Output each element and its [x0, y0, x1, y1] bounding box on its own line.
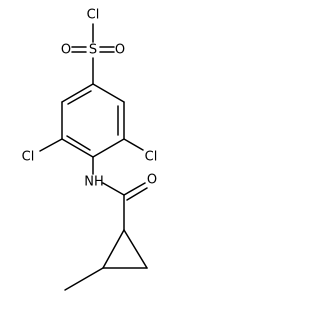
bond-ring-c6-c1 [61, 83, 94, 103]
chemical-structure-drawing: Cl S O O Cl Cl NH O [22, 8, 158, 291]
bond-methyl [64, 267, 104, 291]
bond-ring-cl-left [39, 138, 63, 152]
atom-carbonyl-oxygen: O [147, 173, 157, 188]
bond-carbonyl-o-1 [123, 182, 146, 196]
atom-oxygen-left: O [61, 43, 71, 58]
structure-canvas: Cl S O O Cl Cl NH O [22, 8, 158, 291]
bond-ring-cl-right [123, 138, 144, 151]
atom-sulfur: S [89, 43, 97, 58]
bond-carbonyl-o-2 [126, 187, 148, 201]
bond-ring-inner-top [67, 90, 92, 105]
bond-ring-c1-c2 [92, 83, 125, 103]
bond-ring-inner-bottom [66, 135, 91, 151]
bond-layer [39, 23, 148, 291]
bond-cyclopropyl-1 [123, 229, 148, 269]
atom-cl-sulfonyl: Cl [87, 8, 100, 23]
atom-label-layer: Cl S O O Cl Cl NH O [22, 8, 158, 190]
bond-n-carbonyl [102, 182, 125, 196]
bond-ring-c3-c4 [92, 138, 125, 158]
atom-amide-nh: NH [84, 175, 104, 190]
bond-cyclopropyl-3 [102, 229, 125, 269]
atom-cl-ring-right: Cl [145, 150, 158, 165]
bond-ring-c4-c5 [61, 138, 94, 158]
atom-oxygen-right: O [115, 43, 125, 58]
atom-cl-ring-left: Cl [22, 150, 35, 165]
